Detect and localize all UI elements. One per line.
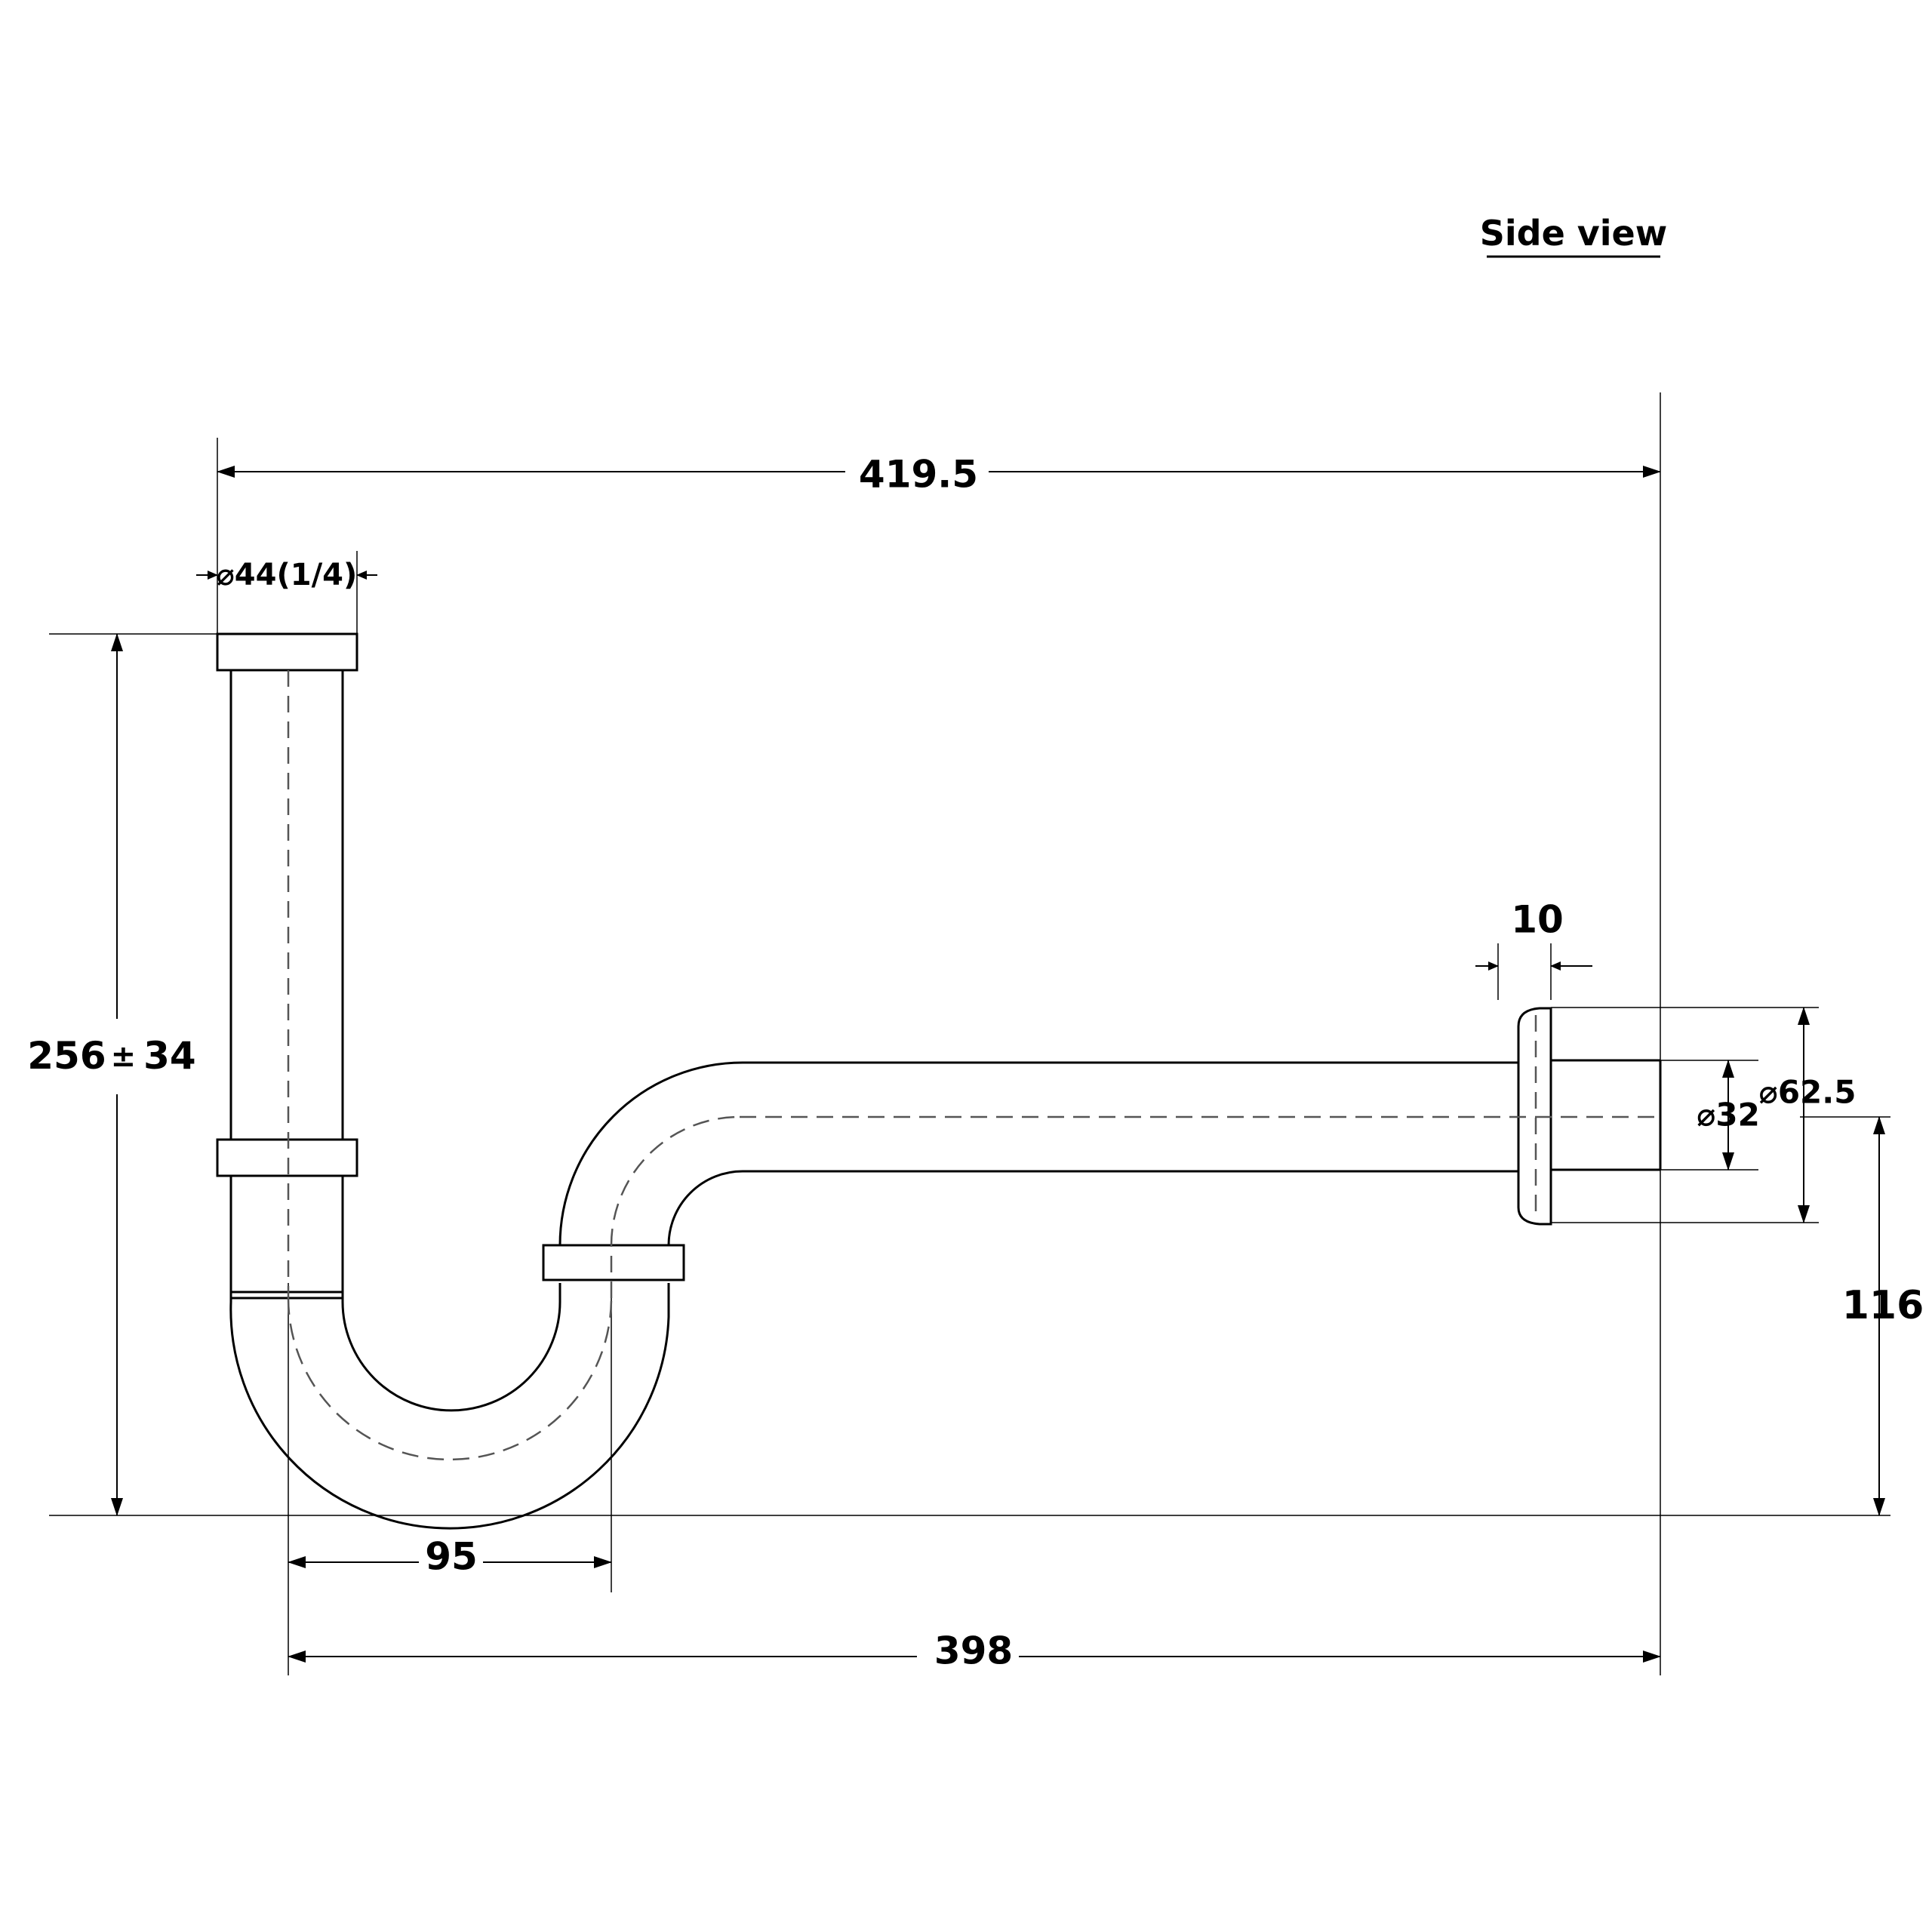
dim-outlet-height: 116	[1842, 1283, 1924, 1328]
u-bend-outer	[229, 1301, 670, 1530]
mid-nut	[216, 1138, 358, 1177]
dimension-lines	[111, 466, 1885, 1663]
dim-total-height-value: 256	[27, 1034, 106, 1078]
dim-height-tolerance: 34	[143, 1034, 196, 1078]
dim-overall-width: 419.5	[859, 453, 978, 497]
dim-flange-diameter: ⌀62.5	[1759, 1074, 1857, 1111]
dim-trap-width: 95	[425, 1535, 478, 1579]
wall-flange	[1517, 1007, 1552, 1226]
upper-bend-outer	[558, 1061, 743, 1246]
dimension-labels: 419.5 ⌀44(1/4) 256±34 10 ⌀62.5 ⌀32 116 9…	[27, 453, 1924, 1673]
hidden-lines	[287, 670, 1660, 1461]
right-nut	[542, 1244, 685, 1281]
dim-inlet-diameter: ⌀44(1/4)	[217, 558, 358, 592]
dim-outlet-diameter: ⌀32	[1697, 1097, 1760, 1134]
view-title: Side view	[1480, 213, 1668, 254]
dim-flange-thickness: 10	[1511, 898, 1564, 942]
upper-bend-inner	[667, 1170, 743, 1246]
dim-outlet-length: 398	[934, 1629, 1013, 1673]
extension-lines	[49, 392, 1890, 1675]
siphon-body	[216, 632, 1662, 1530]
u-bend-inner	[341, 1301, 561, 1412]
title-block: Side view	[1480, 213, 1668, 258]
dim-total-height: 256±34	[27, 1034, 195, 1078]
plus-minus-glyph: ±	[111, 1039, 137, 1074]
top-cap	[216, 632, 358, 672]
